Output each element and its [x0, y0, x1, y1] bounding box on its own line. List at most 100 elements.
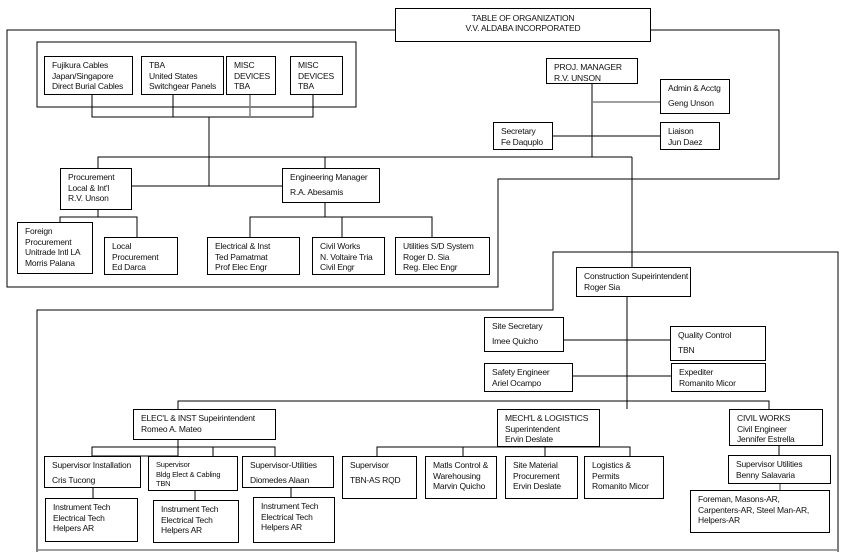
text-line: Instrument Tech	[161, 504, 219, 514]
text-line: Supervisor Utilities	[736, 459, 803, 469]
elec-crew-2-box: Instrument Tech Electrical Tech Helpers …	[153, 500, 239, 543]
text-line: Romeo A. Mateo	[141, 423, 202, 434]
text-line: Construction Supeirintendent	[584, 271, 689, 281]
text-line: Quality Control	[678, 330, 732, 340]
admin-box: Admin & Acctg Geng Unson	[660, 79, 730, 114]
text-line: Superintendent	[505, 423, 560, 434]
text-line: Prof Elec Engr	[215, 262, 268, 272]
text-line: Ariel Ocampo	[492, 377, 542, 388]
title-line-1: TABLE OF ORGANIZATION	[471, 13, 575, 23]
text-line: Safety Engineer	[492, 367, 550, 377]
text-line: DEVICES	[298, 70, 334, 81]
text-line: Helpers-AR	[698, 515, 740, 525]
engineering-manager-box: Engineering Manager R.A. Abesamis	[282, 168, 380, 203]
local-procurement-box: Local Procurement Ed Darca	[104, 237, 178, 275]
connector-suppliers	[91, 95, 314, 118]
matls-control-box: Matls Control & Warehousing Marvin Quich…	[425, 456, 497, 499]
mech-superintendent-box: MECH'L & LOGISTICS Superintendent Ervin …	[497, 409, 600, 447]
text-line: Procurement	[513, 470, 560, 481]
text-line: Unitrade Intl LA	[25, 247, 81, 257]
text-line: Supervisor	[156, 460, 190, 469]
text-line: TBA	[149, 60, 165, 70]
text-line: Instrument Tech	[53, 502, 111, 512]
civil-supervisor-box: Supervisor Utilities Benny Salavaria	[728, 455, 831, 484]
text-line: Reg. Elec Engr	[403, 262, 458, 272]
text-line: Warehousing	[433, 470, 481, 481]
text-line: TBN	[156, 479, 171, 488]
text-line: Matls Control &	[433, 460, 489, 470]
text-line: Helpers AR	[53, 523, 94, 533]
text-line: Fujikura Cables	[52, 60, 109, 70]
elec-supervisor-installation-box: Supervisor Installation Cris Tucong	[44, 456, 141, 488]
text-line: Procurement	[112, 251, 159, 262]
liaison-box: Liaison Jun Daez	[660, 122, 720, 150]
text-line: Permits	[592, 470, 620, 481]
frame-construction	[36, 251, 839, 552]
text-line: Direct Burial Cables	[52, 81, 124, 91]
text-line: Jennifer Estrella	[737, 434, 795, 444]
text-line: Imee Quicho	[492, 335, 538, 346]
text-line: Diomedes Alaan	[250, 474, 310, 485]
text-line: Benny Salavaria	[736, 469, 795, 480]
text-line: Liaison	[668, 126, 694, 136]
text-line: Civil Works	[320, 241, 361, 251]
text-line: CIVIL WORKS	[737, 413, 791, 423]
text-line: Bldg Elect & Cabling	[156, 469, 221, 479]
text-line: Logistics &	[592, 460, 631, 470]
text-line: Japan/Singapore	[52, 70, 114, 81]
procurement-box: Procurement Local & Int'l R.V. Unson	[60, 168, 132, 210]
text-line: ELEC'L & INST Supeirintendent	[141, 413, 255, 423]
secretary-box: Secretary Fe Daquplo	[493, 122, 553, 150]
text-line: Foreman, Masons-AR,	[698, 494, 780, 504]
construction-superintendent-box: Construction Supeirintendent Roger Sia	[576, 267, 691, 297]
text-line: Civil Engr	[320, 262, 355, 272]
frame-suppliers	[36, 41, 357, 108]
connector-elec-supervisors	[92, 447, 179, 457]
frame-top-section	[6, 29, 780, 288]
mech-supervisor-box: Supervisor TBN-AS RQD	[342, 456, 417, 499]
civil-crew-box: Foreman, Masons-AR, Carpenters-AR, Steel…	[690, 490, 830, 533]
site-secretary-box: Site Secretary Imee Quicho	[484, 317, 564, 352]
text-line: Local & Int'l	[68, 182, 110, 193]
supplier-misc-1: MISC DEVICES TBA	[226, 56, 276, 95]
text-line: Procurement	[25, 236, 72, 247]
foreign-procurement-box: Foreign Procurement Unitrade Intl LA Mor…	[17, 222, 93, 274]
text-line: TBA	[298, 81, 314, 91]
elec-supervisor-utilities-box: Supervisor-Utilities Diomedes Alaan	[242, 456, 334, 488]
safety-engineer-box: Safety Engineer Ariel Ocampo	[484, 363, 573, 392]
text-line: R.V. UNSON	[554, 72, 601, 83]
engineer-electrical-box: Electrical & Inst Ted Pamatmat Prof Elec…	[207, 237, 300, 275]
text-line: Roger Sia	[584, 281, 620, 292]
text-line: TBN-AS RQD	[350, 474, 401, 485]
text-line: Foreign	[25, 226, 53, 236]
civil-works-box: CIVIL WORKS Civil Engineer Jennifer Estr…	[729, 409, 823, 446]
text-line: Ed Darca	[112, 262, 146, 272]
text-line: Marvin Quicho	[433, 481, 486, 491]
text-line: Ervin Deslate	[505, 434, 553, 444]
text-line: Utilities S/D System	[403, 241, 474, 251]
expediter-box: Expediter Romanito Micor	[671, 363, 766, 392]
quality-control-box: Quality Control TBN	[670, 326, 766, 361]
text-line: Ted Pamatmat	[215, 251, 268, 262]
text-line: N. Voltaire Tria	[320, 251, 373, 262]
text-line: Electrical Tech	[53, 512, 105, 523]
text-line: Civil Engineer	[737, 423, 787, 434]
text-line: MISC	[298, 60, 319, 70]
text-line: Ervin Deslate	[513, 481, 561, 491]
text-line: MECH'L & LOGISTICS	[505, 413, 589, 423]
elec-crew-1-box: Instrument Tech Electrical Tech Helpers …	[45, 498, 138, 542]
site-material-box: Site Material Procurement Ervin Deslate	[505, 456, 578, 499]
connector-eng-children	[249, 216, 433, 237]
logistics-permits-box: Logistics & Permits Romanito Micor	[584, 456, 664, 499]
connector-superintendents	[177, 400, 770, 409]
text-line: TBA	[234, 81, 250, 91]
text-line: Engineering Manager	[290, 172, 368, 182]
elec-supervisor-bldg-box: Supervisor Bldg Elect & Cabling TBN	[148, 456, 238, 491]
supplier-fujikura: Fujikura Cables Japan/Singapore Direct B…	[44, 56, 133, 95]
text-line: DEVICES	[234, 70, 270, 81]
text-line: Electrical Tech	[161, 514, 213, 525]
text-line: MISC	[234, 60, 255, 70]
text-line: Site Material	[513, 460, 558, 470]
text-line: Helpers AR	[261, 522, 302, 532]
text-line: R.A. Abesamis	[290, 186, 344, 197]
